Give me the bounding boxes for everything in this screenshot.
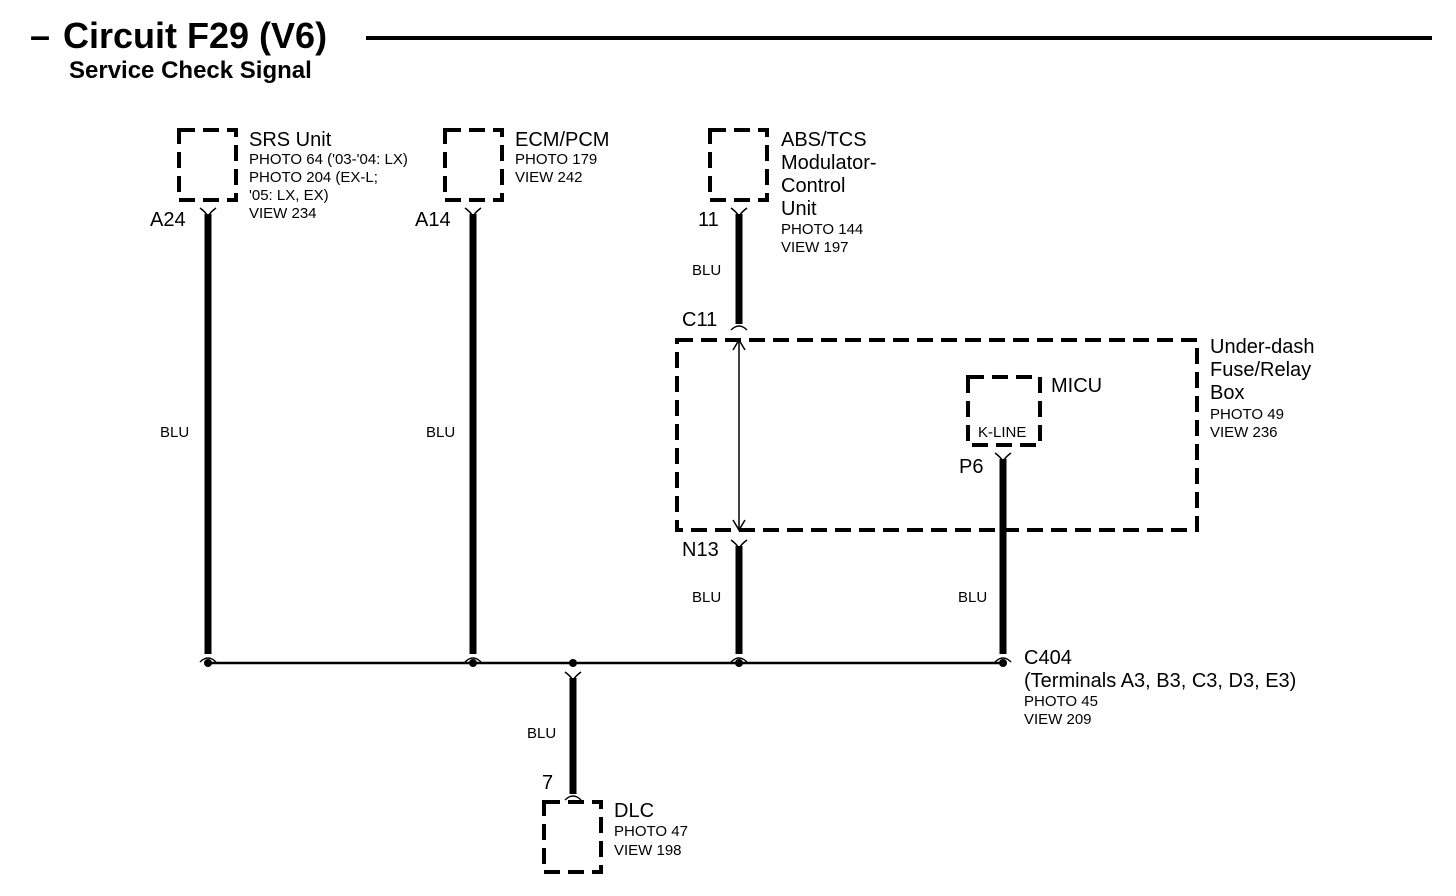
n13-pin-label: N13 xyxy=(682,539,719,561)
abs-pin-label: 11 xyxy=(698,209,719,231)
dlc-pin-terminal xyxy=(564,795,582,801)
srs-unit-box xyxy=(177,128,238,202)
srs-photo-3: '05: LX, EX) xyxy=(249,187,329,204)
srs-unit-label: SRS Unit xyxy=(249,129,332,151)
dlc-label: DLC xyxy=(614,800,654,822)
fuse-box-arrow-bottom xyxy=(732,519,746,532)
srs-pin-label: A24 xyxy=(150,209,186,231)
micu-k-line-label: K-LINE xyxy=(978,424,1026,441)
fuse-box-label-1: Under-dash xyxy=(1210,336,1315,358)
abs-label-3: Control xyxy=(781,175,845,197)
ecm-pcm-label: ECM/PCM xyxy=(515,129,609,151)
abs-tcs-box xyxy=(708,128,769,202)
abs-label-1: ABS/TCS xyxy=(781,129,867,151)
c404-terminals: (Terminals A3, B3, C3, D3, E3) xyxy=(1024,670,1296,692)
fuse-box-label-3: Box xyxy=(1210,382,1244,404)
c404-terminal-srs xyxy=(199,657,217,663)
srs-wire-color: BLU xyxy=(160,424,189,441)
c404-node-srs xyxy=(204,659,212,667)
ecm-view: VIEW 242 xyxy=(515,169,583,186)
abs-view: VIEW 197 xyxy=(781,239,849,256)
page-title: Circuit F29 (V6) xyxy=(63,15,327,56)
abs-label-4: Unit xyxy=(781,198,817,220)
c404-terminal-abs xyxy=(730,657,748,663)
c404-label: C404 xyxy=(1024,647,1072,669)
dlc-wire-color: BLU xyxy=(527,725,556,742)
c11-pin-label: C11 xyxy=(682,309,717,331)
c404-view: VIEW 209 xyxy=(1024,711,1092,728)
c404-terminal-ecm xyxy=(464,657,482,663)
dlc-view: VIEW 198 xyxy=(614,842,682,859)
abs-label-2: Modulator- xyxy=(781,152,877,174)
ecm-photo: PHOTO 179 xyxy=(515,151,597,168)
fuse-box-label-2: Fuse/Relay xyxy=(1210,359,1311,381)
n13-wire-color: BLU xyxy=(692,589,721,606)
abs-wire-color: BLU xyxy=(692,262,721,279)
srs-view: VIEW 234 xyxy=(249,205,317,222)
fuse-box-view: VIEW 236 xyxy=(1210,424,1278,441)
srs-photo-2: PHOTO 204 (EX-L; xyxy=(249,169,378,186)
micu-wire-color: BLU xyxy=(958,589,987,606)
dlc-photo: PHOTO 47 xyxy=(614,823,688,840)
micu-box xyxy=(966,375,1042,447)
c404-node-dlc xyxy=(569,659,577,667)
fuse-box-arrow-top xyxy=(732,338,746,351)
c404-terminal-micu xyxy=(994,657,1012,663)
under-dash-fuse-box xyxy=(675,338,1199,532)
c404-node-micu xyxy=(999,659,1007,667)
dlc-pin-label: 7 xyxy=(542,772,553,794)
srs-photo-1: PHOTO 64 ('03-'04: LX) xyxy=(249,151,408,168)
c404-node-abs xyxy=(735,659,743,667)
title-dash: – xyxy=(30,15,50,56)
c11-terminal xyxy=(730,325,748,331)
page-subtitle: Service Check Signal xyxy=(69,57,312,84)
abs-photo: PHOTO 144 xyxy=(781,221,863,238)
fuse-box-photo: PHOTO 49 xyxy=(1210,406,1284,423)
ecm-pcm-box xyxy=(443,128,504,202)
ecm-wire-color: BLU xyxy=(426,424,455,441)
c404-node-ecm xyxy=(469,659,477,667)
c404-photo: PHOTO 45 xyxy=(1024,693,1098,710)
dlc-box xyxy=(542,800,603,874)
micu-label: MICU xyxy=(1051,375,1102,397)
micu-pin-label: P6 xyxy=(959,456,983,478)
ecm-pin-label: A14 xyxy=(415,209,451,231)
